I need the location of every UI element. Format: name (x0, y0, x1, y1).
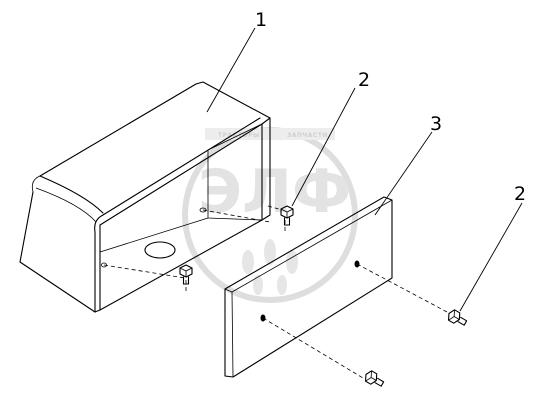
callout-part-3: 3 (430, 113, 442, 135)
callout-part-2-right: 2 (514, 183, 526, 205)
assembly-lines (103, 205, 448, 379)
bolt-lower-left (179, 264, 193, 285)
cover-box (19, 81, 271, 313)
watermark-logo-text: ЭЛФ (198, 157, 351, 227)
bolt-upper (280, 205, 294, 226)
watermark-text-right: ЗАПЧАСТИ (287, 132, 328, 139)
callout-part-1: 1 (255, 9, 267, 31)
watermark: ТРАКТОРЫ ЗАПЧАСТИ ЭЛФ (182, 127, 358, 303)
leader-lines (206, 27, 523, 312)
bolt-right (447, 309, 468, 326)
wheat-ears-icon (242, 239, 298, 295)
bolt-bottom (364, 370, 385, 387)
callout-part-2-upper: 2 (358, 69, 370, 91)
